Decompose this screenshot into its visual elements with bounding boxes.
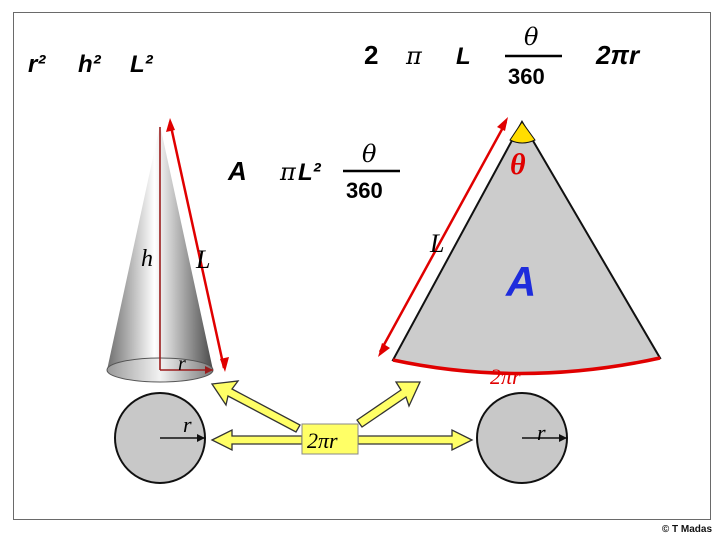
sector-area-label: A bbox=[505, 258, 536, 305]
denominator-360: 360 bbox=[508, 64, 545, 89]
sector-arc-label: 2πr bbox=[490, 364, 521, 389]
slant-arrow bbox=[168, 121, 226, 369]
slant-label: L bbox=[195, 245, 210, 274]
r-squared: r² bbox=[28, 51, 46, 78]
slant-arrowhead-bottom bbox=[220, 357, 229, 372]
number-two: 2 bbox=[364, 40, 378, 70]
sector-slant-arrowhead-bottom bbox=[378, 343, 390, 357]
l-squared: L² bbox=[298, 159, 322, 186]
pi-symbol: π bbox=[405, 42, 423, 70]
right-radius-label: r bbox=[537, 420, 546, 445]
cone-radius-label: r bbox=[178, 353, 186, 375]
left-base-circle: r bbox=[114, 392, 206, 484]
radius-arrowhead bbox=[205, 366, 213, 374]
height-label: h bbox=[141, 246, 153, 272]
sector-slant-arrowhead-top bbox=[497, 117, 508, 131]
center-circumference-box: 2πr bbox=[301, 423, 359, 455]
h-squared: h² bbox=[78, 51, 102, 78]
theta-numerator: θ bbox=[524, 23, 539, 51]
sector-angle-label: θ bbox=[510, 148, 526, 181]
sector-area-equation: A π L² θ 360 bbox=[227, 140, 400, 203]
left-radius-arrowhead bbox=[197, 434, 205, 442]
l-squared: L² bbox=[130, 51, 154, 78]
center-box-label: 2πr bbox=[307, 428, 338, 453]
sector: θ L A 2πr bbox=[378, 117, 662, 389]
arrow-to-sector-arc bbox=[356, 381, 422, 428]
two-pi-r: 2πr bbox=[595, 40, 641, 70]
slant-L: L bbox=[456, 43, 471, 70]
left-radius-label: r bbox=[183, 412, 192, 437]
copyright-text: © T Madas bbox=[661, 524, 712, 535]
center-box bbox=[301, 423, 359, 455]
arrow-to-right-circle bbox=[357, 428, 474, 452]
area-A: A bbox=[227, 156, 247, 186]
arc-length-equation: 2 π L θ 360 2πr bbox=[364, 23, 641, 89]
denominator-360: 360 bbox=[346, 178, 383, 203]
slant-arrowhead-top bbox=[166, 118, 175, 132]
right-radius-arrowhead bbox=[559, 434, 567, 442]
angle-marker bbox=[509, 121, 536, 144]
right-base-circle: r bbox=[476, 392, 568, 484]
sector-slant-label: L bbox=[429, 229, 444, 258]
arrow-to-cone-base bbox=[210, 380, 301, 433]
pi-symbol: π bbox=[279, 158, 297, 186]
arc-highlight bbox=[392, 356, 661, 376]
sector-slant-arrow bbox=[378, 121, 508, 353]
arrow-to-left-circle bbox=[210, 428, 303, 452]
cone: h L r bbox=[106, 118, 229, 383]
pythagoras-equation: r² h² L² bbox=[28, 51, 154, 78]
theta-numerator: θ bbox=[362, 140, 377, 168]
